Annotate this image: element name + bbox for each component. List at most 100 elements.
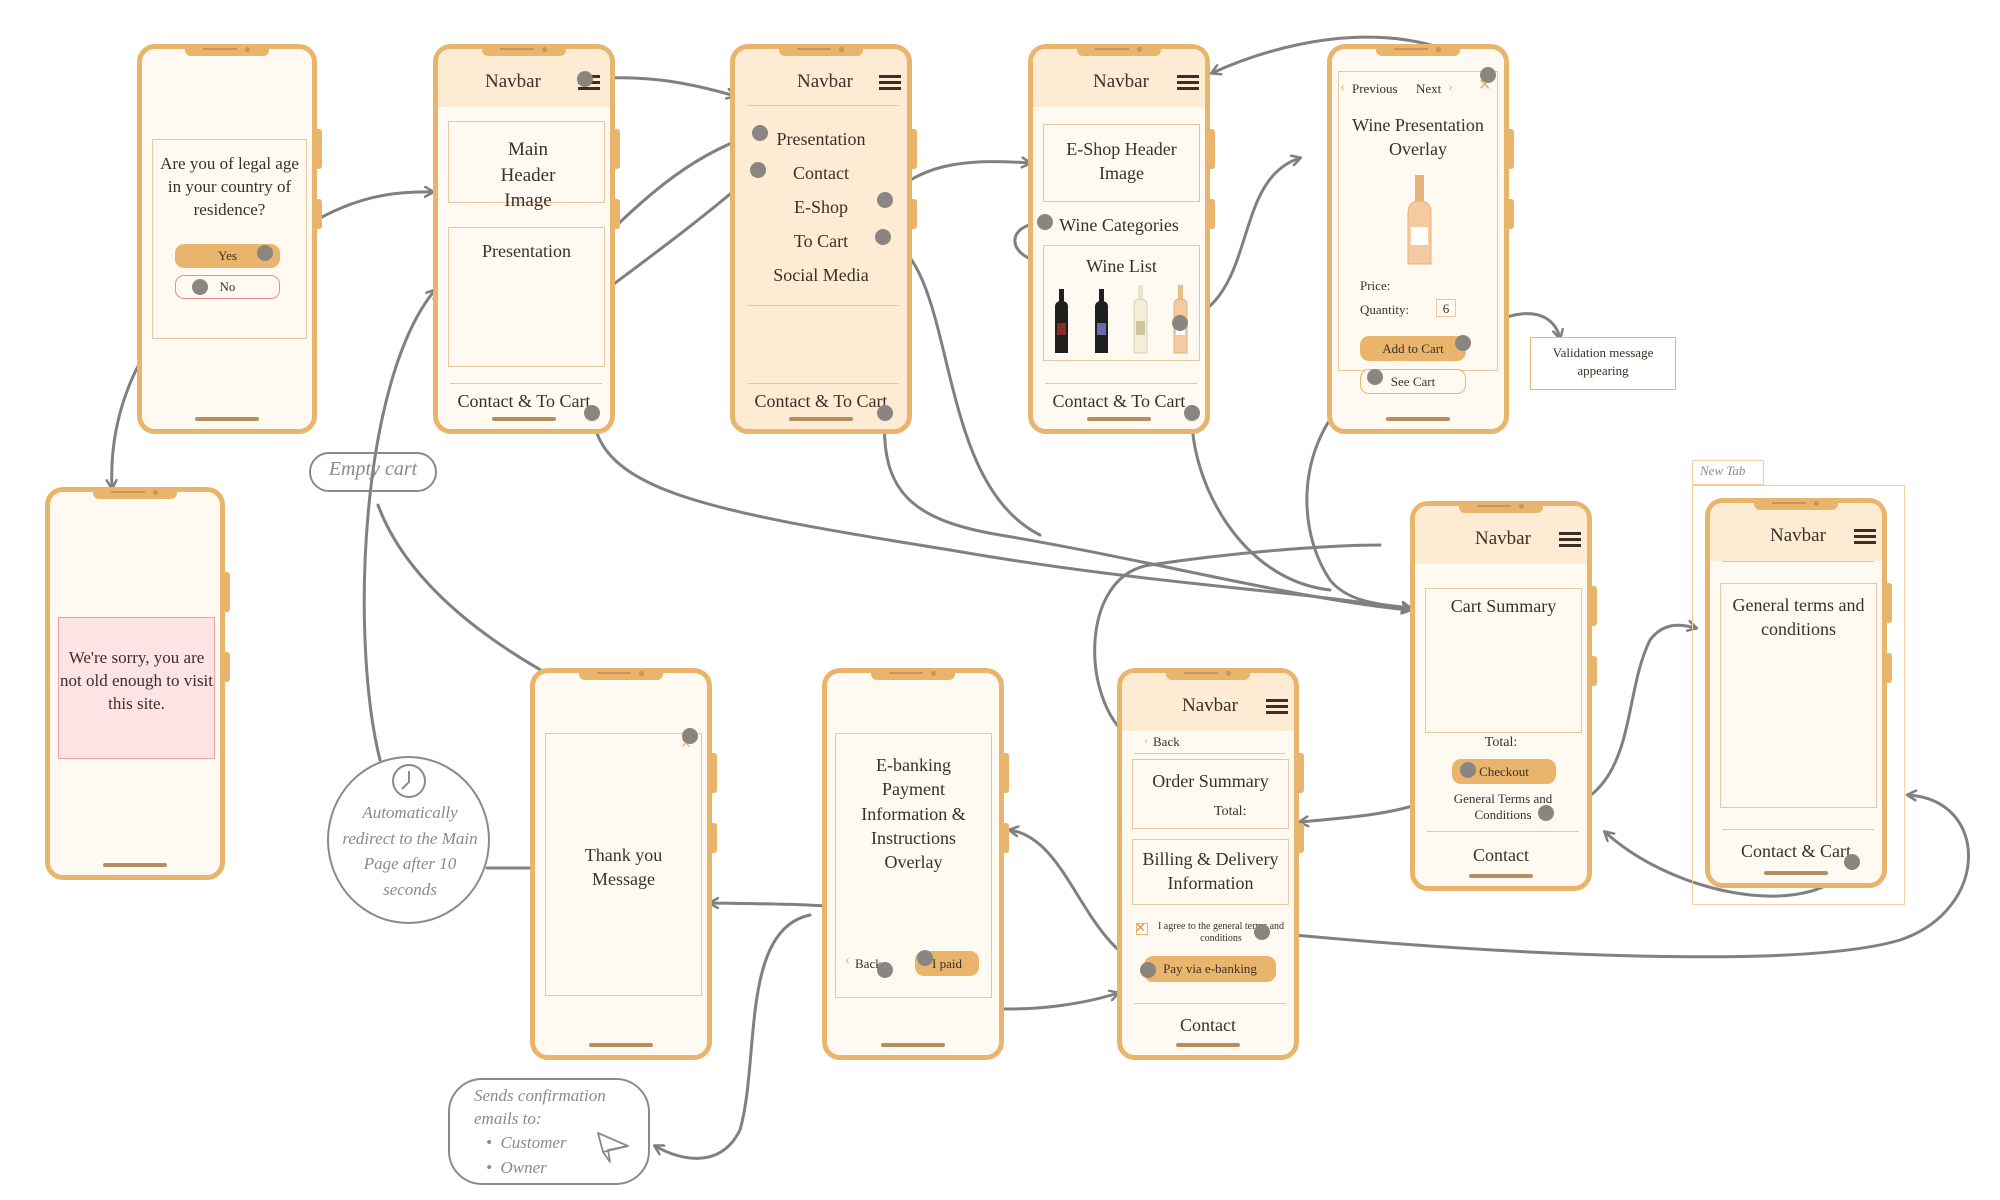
emails-note-customer: • Customer	[486, 1133, 567, 1152]
footer-contact[interactable]: Contact	[1180, 1015, 1236, 1035]
connector-dot	[192, 279, 208, 295]
navbar-title: Navbar	[485, 71, 541, 92]
new-tab-frame	[1692, 485, 1905, 905]
red-wine-bottle-icon[interactable]	[1095, 289, 1108, 353]
phone-home: Navbar Main Header Image Presentation Co…	[433, 44, 620, 434]
white-wine-bottle-icon[interactable]	[1133, 285, 1148, 354]
new-tab-label-box	[1692, 460, 1764, 485]
phone-sorry: We're sorry, you are not old enough to v…	[45, 487, 230, 880]
phone-notch	[871, 668, 955, 680]
order-summary-panel	[1132, 759, 1289, 829]
main-header-label: Main Header Image	[500, 139, 556, 212]
thank-you-message: Thank you Message	[584, 845, 663, 890]
empty-cart-note-text: Empty cart	[328, 458, 418, 480]
navbar	[1415, 506, 1587, 564]
connector-dot	[1844, 854, 1860, 870]
menu-item-to-cart[interactable]: To Cart	[793, 231, 849, 251]
phone-age-gate: Are you of legal age in your country of …	[137, 44, 322, 434]
connector-dot	[1455, 335, 1471, 351]
phone-notch	[1459, 501, 1543, 513]
main-header-image	[448, 121, 605, 203]
connector-dot	[1140, 962, 1156, 978]
connector-dot	[1254, 924, 1270, 940]
next-chevron-icon[interactable]: ›	[1448, 79, 1453, 95]
terms-link[interactable]: General Terms and Conditions	[1453, 791, 1553, 823]
wine-categories[interactable]: Wine Categories	[1059, 215, 1179, 235]
connector-dot	[1538, 805, 1554, 821]
phone-notch	[1077, 44, 1161, 56]
thank-you-panel	[545, 733, 702, 996]
phone-notch	[779, 44, 863, 56]
menu-icon[interactable]	[1559, 532, 1581, 548]
add-to-cart-button[interactable]: Add to Cart	[1360, 336, 1466, 361]
navbar	[1033, 49, 1205, 107]
close-icon[interactable]: ✕	[680, 737, 692, 752]
sorry-message: We're sorry, you are not old enough to v…	[60, 648, 213, 713]
paper-plane-icon	[597, 1132, 629, 1163]
connector-dot	[1480, 67, 1496, 83]
back-chevron-icon[interactable]: ‹	[1144, 732, 1149, 747]
rose-bottle-large	[1407, 175, 1432, 265]
order-summary-title: Order Summary	[1152, 771, 1269, 791]
navbar-title: Navbar	[1182, 695, 1238, 716]
wine-list-label: Wine List	[1086, 256, 1157, 276]
age-question: Are you of legal age in your country of …	[160, 154, 299, 219]
new-tab-label: New Tab	[1700, 463, 1746, 478]
menu-icon[interactable]	[1854, 529, 1876, 545]
next-link[interactable]: Next	[1416, 81, 1442, 96]
connector-dot	[875, 229, 891, 245]
back-chevron-icon[interactable]: ‹	[845, 953, 850, 968]
red-wine-bottle-icon[interactable]	[1055, 289, 1068, 353]
back-link[interactable]: Back	[1153, 734, 1180, 749]
validation-note-text: Validation message appearing	[1552, 345, 1654, 378]
ebanking-panel	[835, 733, 992, 998]
error-panel	[58, 617, 215, 759]
footer-contact-cart[interactable]: Contact & Cart	[1741, 841, 1851, 861]
quantity-input[interactable]: 6	[1436, 299, 1456, 317]
pay-button[interactable]: Pay via e-banking	[1144, 956, 1276, 982]
connector-dot	[584, 405, 600, 421]
previous-chevron-icon[interactable]: ‹	[1340, 79, 1345, 95]
phone-notch	[185, 44, 269, 56]
menu-item-social-media[interactable]: Social Media	[773, 265, 869, 285]
menu-item-presentation[interactable]: Presentation	[776, 129, 866, 149]
clock-icon	[392, 764, 426, 798]
phone-notch	[1166, 668, 1250, 680]
menu-icon[interactable]	[1266, 699, 1288, 715]
quantity-label: Quantity:	[1360, 302, 1410, 317]
emails-note	[448, 1078, 650, 1185]
agree-checkbox[interactable]	[1136, 923, 1148, 935]
menu-icon[interactable]	[1177, 75, 1199, 91]
connector-dot	[1172, 315, 1188, 331]
checkbox-x-icon: ✕	[1135, 920, 1146, 935]
footer-contact[interactable]: Contact	[1473, 845, 1529, 865]
footer-contact-cart[interactable]: Contact & To Cart	[457, 391, 591, 411]
menu-item-eshop[interactable]: E-Shop	[794, 197, 848, 217]
connector-dot	[682, 728, 698, 744]
eshop-header-label: E-Shop Header Image	[1066, 139, 1177, 184]
overlay-title: Wine Presentation Overlay	[1352, 115, 1484, 160]
menu-icon[interactable]	[879, 75, 901, 91]
connector-dot	[917, 950, 933, 966]
phone-eshop: Navbar E-Shop Header Image Wine Categori…	[1028, 44, 1215, 434]
phone-notch	[1754, 498, 1838, 510]
menu-item-contact[interactable]: Contact	[793, 163, 849, 183]
ebanking-title: E-banking Payment Information & Instruct…	[861, 755, 966, 873]
redirect-note-text: Automatically redirect to the Main Page …	[342, 803, 478, 899]
price-label: Price:	[1360, 278, 1391, 293]
empty-cart-note	[309, 452, 437, 492]
wine-bottles	[1055, 285, 1188, 354]
footer-contact-cart[interactable]: Contact & To Cart	[1052, 391, 1186, 411]
connector-dot	[877, 192, 893, 208]
eshop-header-image	[1043, 124, 1200, 202]
emails-note-owner: • Owner	[486, 1158, 547, 1177]
footer-contact-cart[interactable]: Contact & To Cart	[754, 391, 888, 411]
back-link[interactable]: Back	[855, 956, 882, 971]
navbar	[1122, 673, 1294, 731]
previous-link[interactable]: Previous	[1352, 81, 1398, 96]
phone-notch	[1376, 44, 1460, 56]
order-total-label: Total:	[1214, 804, 1247, 819]
arrow-terms-link-to-newtab	[1544, 625, 1696, 815]
cart-summary-panel	[1425, 588, 1582, 733]
